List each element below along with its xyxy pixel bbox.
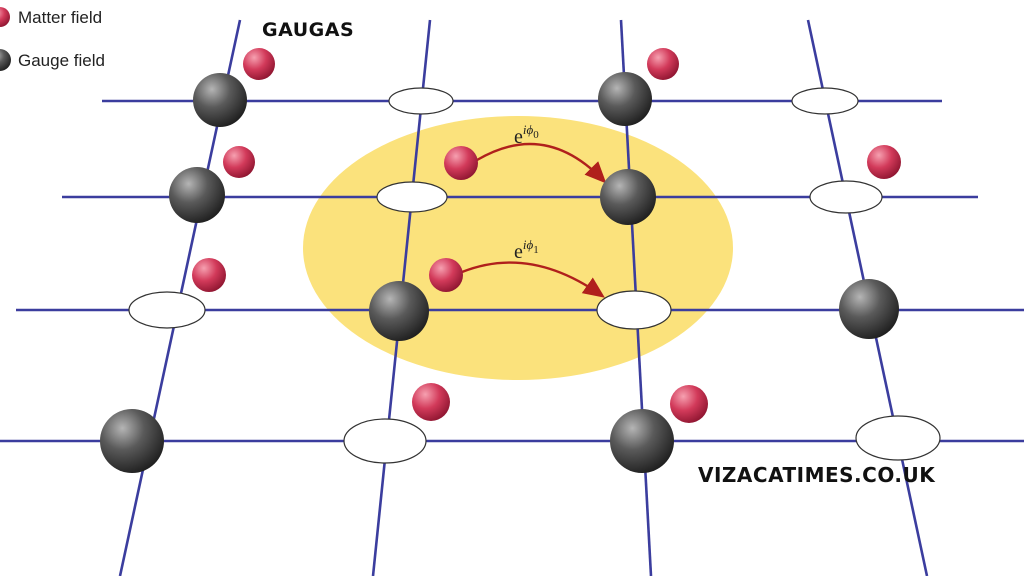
gauge-sphere	[610, 409, 674, 473]
gauge-legend-label: Gauge field	[18, 51, 105, 70]
hop-phase-label-0: eiϕ0	[514, 122, 539, 148]
empty-site	[128, 291, 206, 329]
gauge-sphere	[193, 73, 247, 127]
empty-site	[596, 290, 672, 330]
gauge-sphere	[839, 279, 899, 339]
empty-site	[791, 87, 859, 115]
gauge-sphere	[169, 167, 225, 223]
matter-legend-icon	[0, 7, 10, 27]
watermark: VIZACATIMES.CO.UK	[698, 463, 936, 487]
matter-sphere	[670, 385, 708, 423]
hop-arrow	[461, 261, 605, 298]
matter-sphere	[867, 145, 901, 179]
matter-sphere	[243, 48, 275, 80]
empty-site	[343, 418, 427, 464]
hop-arrow	[476, 142, 607, 184]
gauge-sphere	[100, 409, 164, 473]
matter-sphere	[429, 258, 463, 292]
matter-sphere	[444, 146, 478, 180]
gauge-sphere	[600, 169, 656, 225]
hop-phase-label-1: eiϕ1	[514, 237, 539, 263]
gauge-spheres	[100, 72, 899, 473]
matter-sphere	[412, 383, 450, 421]
gauge-sphere	[369, 281, 429, 341]
empty-sites	[128, 87, 941, 464]
empty-site	[809, 180, 883, 214]
matter-spheres	[192, 48, 901, 423]
gauge-sphere	[598, 72, 652, 126]
empty-site	[388, 87, 454, 115]
diagram-title: GAUGAS	[262, 19, 354, 41]
matter-sphere	[223, 146, 255, 178]
empty-site	[855, 415, 941, 461]
empty-site	[376, 181, 448, 213]
legend: Matter field Gauge field	[0, 7, 105, 71]
matter-legend-label: Matter field	[18, 8, 102, 27]
matter-sphere	[647, 48, 679, 80]
gauge-legend-icon	[0, 49, 11, 71]
matter-sphere	[192, 258, 226, 292]
